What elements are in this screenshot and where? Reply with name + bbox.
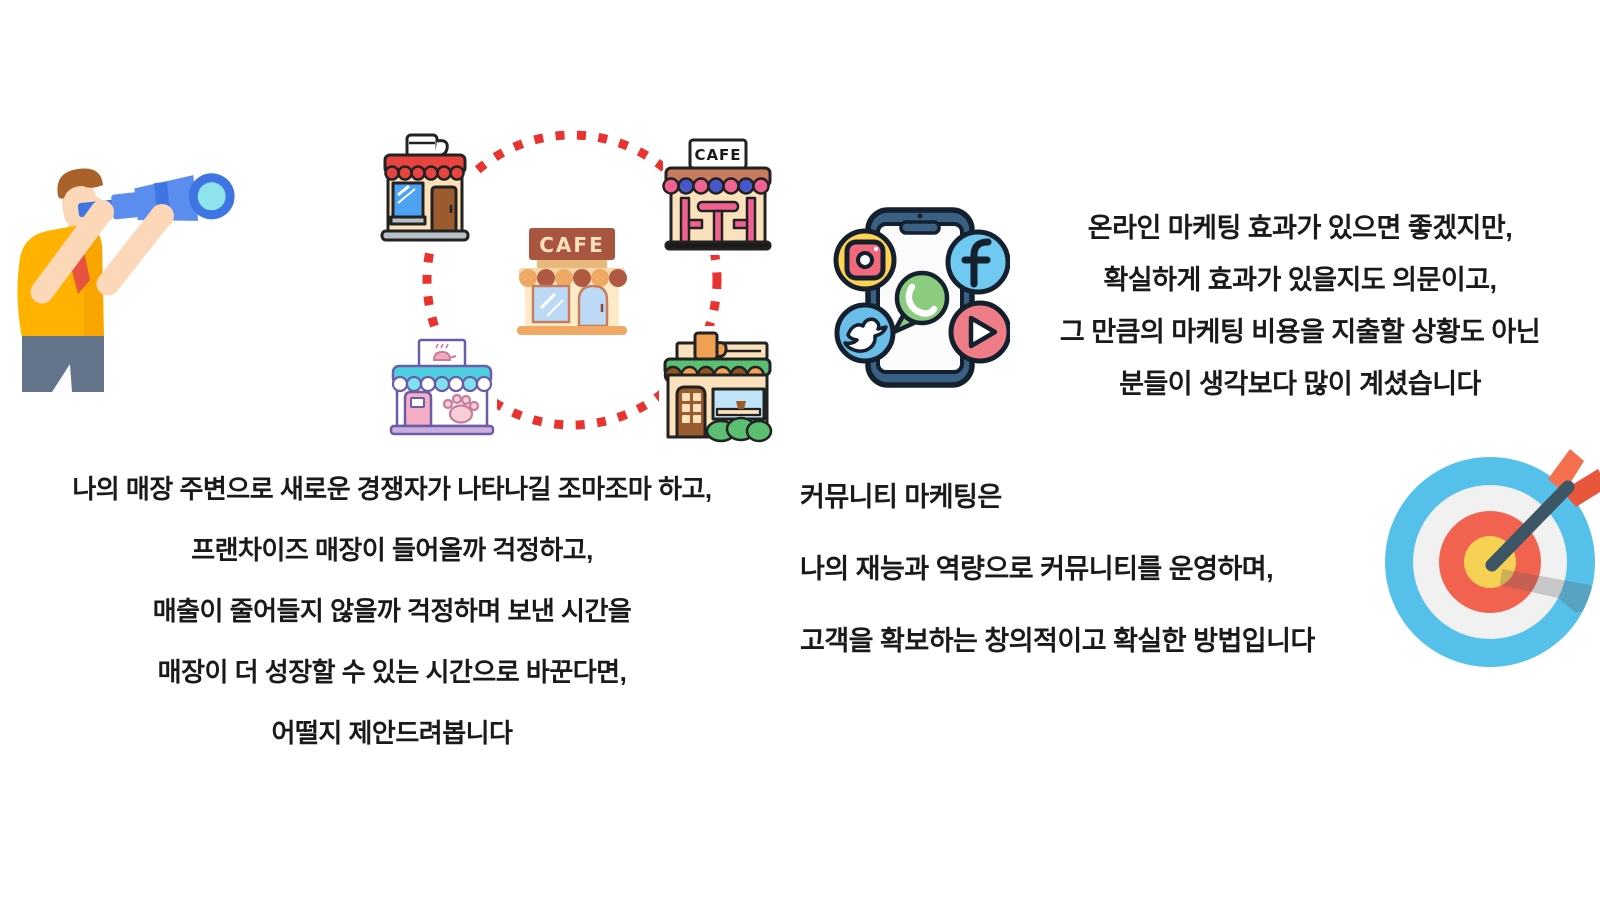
dotted-circle [422, 130, 722, 430]
text-line: 온라인 마케팅 효과가 있으면 좋겠지만, [1087, 213, 1513, 243]
cafe-terrace-icon: CAFE [662, 138, 772, 251]
text-line: 나의 매장 주변으로 새로운 경쟁자가 나타나길 조마조마 하고, [72, 474, 712, 504]
dart-shadow [1500, 569, 1595, 613]
facebook-icon [945, 229, 1010, 295]
cafe-sign-label: CAFE [694, 146, 741, 164]
text-line: 매출이 줄어들지 않을까 걱정하며 보낸 시간을 [152, 596, 632, 626]
text-line: 분들이 생각보다 많이 계셨습니다 [1119, 369, 1481, 399]
target-dart-illustration [1385, 449, 1600, 667]
person-telescope-illustration [17, 168, 235, 392]
text-line: 커뮤니티 마케팅은 [800, 482, 1002, 512]
text-line: 확실하게 효과가 있을지도 의문이고, [1103, 265, 1497, 295]
coffee-shop-icon [380, 133, 470, 242]
dart-arrow-icon [1485, 449, 1600, 572]
cafe-main-icon: CAFE [517, 228, 627, 335]
community-marketing-text: 커뮤니티 마케팅은 나의 재능과 역량으로 커뮤니티를 운영하며, 고객을 확보… [800, 461, 1400, 677]
text-line: 프랜차이즈 매장이 들어올까 걱정하고, [191, 535, 593, 565]
youtube-icon [948, 300, 1010, 364]
cafe-sign-label: CAFE [539, 233, 604, 257]
text-line: 어떨지 제안드려봅니다 [271, 718, 513, 748]
person-shirt-shade [84, 228, 104, 338]
twitter-icon [834, 302, 896, 364]
store-worries-text: 나의 매장 주변으로 새로운 경쟁자가 나타나길 조마조마 하고, 프랜차이즈 … [30, 459, 754, 764]
online-marketing-text: 온라인 마케팅 효과가 있으면 좋겠지만, 확실하게 효과가 있을지도 의문이고… [1020, 202, 1580, 410]
person-hair [57, 168, 103, 199]
text-line: 고객을 확보하는 창의적이고 확실한 방법입니다 [800, 626, 1315, 656]
pet-cafe-icon [389, 338, 495, 436]
person-hand-right [150, 204, 174, 228]
person-hand-left [90, 200, 114, 224]
person-arm-left [30, 202, 112, 304]
garden-cafe-icon [663, 331, 773, 443]
phone-social-illustration [833, 207, 1010, 388]
text-line: 그 만큼의 마케팅 비용을 지출할 상황도 아닌 [1059, 317, 1541, 347]
whatsapp-icon [891, 270, 950, 335]
paw-print-icon [442, 393, 480, 424]
instagram-icon [833, 228, 897, 292]
text-line: 나의 재능과 역량으로 커뮤니티를 운영하며, [800, 554, 1274, 584]
text-line: 매장이 더 성장할 수 있는 시간으로 바꾼다면, [157, 657, 627, 687]
person-arm-right [96, 206, 172, 296]
stores-network-illustration: CAFE CAFE [379, 127, 777, 446]
person-pants [22, 336, 104, 392]
